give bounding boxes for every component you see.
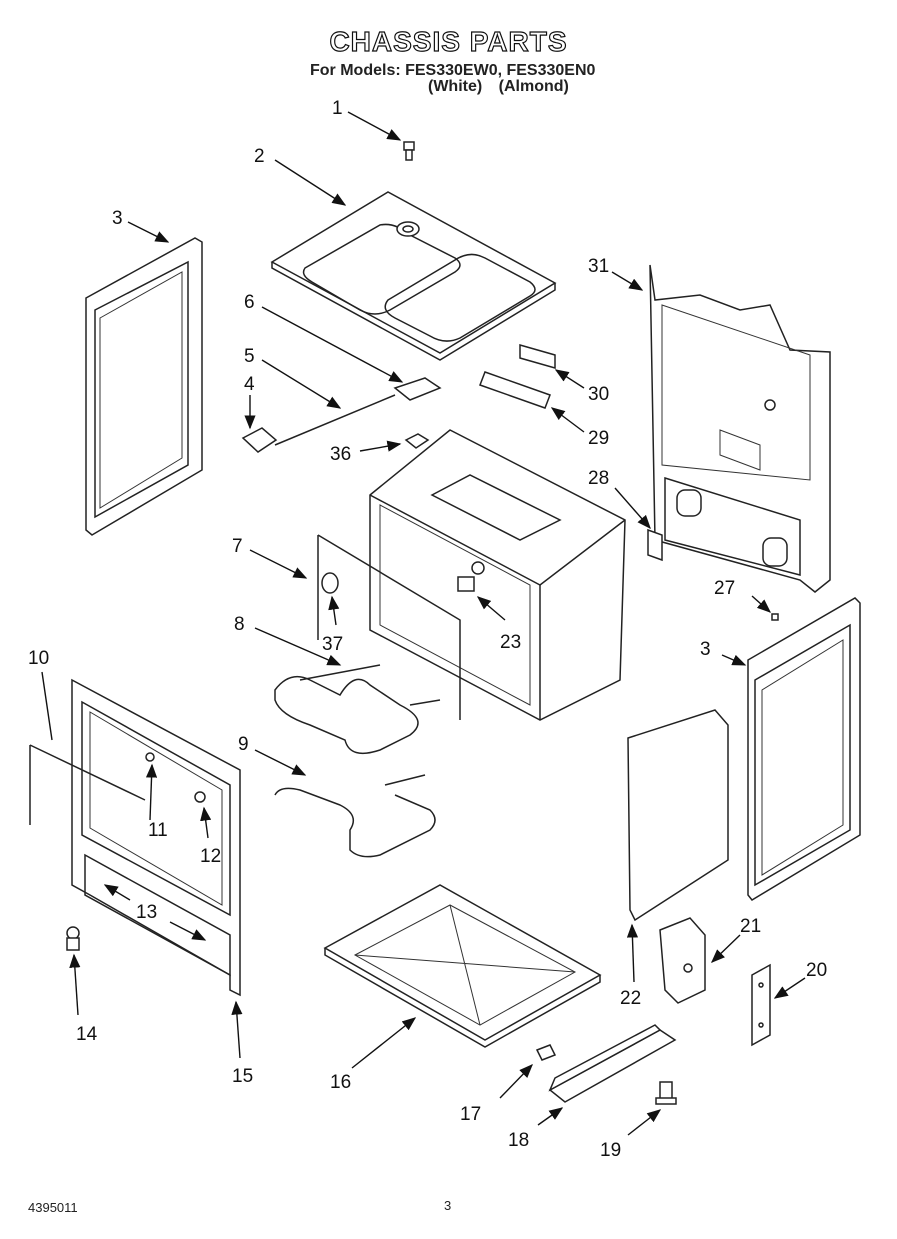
callout-20: 20 <box>806 960 827 981</box>
callout-9: 9 <box>238 734 249 755</box>
part-14-leveling-leg <box>66 926 80 951</box>
callout-12: 12 <box>200 846 221 867</box>
callout-31: 31 <box>588 256 609 277</box>
callout-labels: 1 2 3 3 4 5 6 7 8 9 10 11 12 13 14 15 16… <box>28 98 827 1161</box>
callout-6: 6 <box>244 292 255 313</box>
part-18-rail <box>548 1024 677 1103</box>
callout-10: 10 <box>28 648 49 669</box>
leader-lines <box>41 111 806 1136</box>
part-30-terminal-block <box>519 344 556 369</box>
part-3-right-side-panel <box>747 597 861 901</box>
part-37-plug <box>321 572 339 594</box>
part-22-shield <box>627 709 729 922</box>
callout-2: 2 <box>254 146 265 167</box>
part-2-top-panel <box>270 191 557 361</box>
part-16-oven-bottom <box>323 884 602 1048</box>
callout-7: 7 <box>232 536 243 557</box>
models-line: For Models: FES330EW0, FES330EN0 <box>310 62 596 79</box>
part-3-left-side-panel <box>85 237 203 536</box>
callout-22: 22 <box>620 988 641 1009</box>
part-6-switch <box>393 377 442 401</box>
page-title: CHASSIS PARTS <box>329 25 568 57</box>
callout-21: 21 <box>740 916 761 937</box>
colors-line: (White) (Almond) <box>428 78 569 95</box>
part-28-hinge-receptacle <box>647 528 663 562</box>
doc-number: 4395011 <box>28 1200 78 1215</box>
callout-3-right: 3 <box>700 639 711 660</box>
callout-36: 36 <box>330 444 351 465</box>
part-10-rod <box>29 744 146 825</box>
callout-11: 11 <box>148 820 168 841</box>
page-number: 3 <box>444 1198 452 1213</box>
part-20-strap <box>751 963 771 1047</box>
part-9-bake-element <box>274 774 436 858</box>
part-8-broil-element <box>274 664 441 755</box>
part-23-sensor <box>457 561 485 592</box>
callout-4: 4 <box>244 374 255 395</box>
part-15-front-frame <box>71 678 241 997</box>
callout-29: 29 <box>588 428 609 449</box>
part-17-clip <box>535 1044 557 1061</box>
part-7-gasket <box>317 534 461 720</box>
part-27-screw <box>771 613 779 621</box>
callout-14: 14 <box>76 1024 98 1045</box>
part-4-clip <box>241 427 278 453</box>
part-1-screw <box>403 141 415 161</box>
part-36-clip <box>404 433 430 449</box>
part-21-bracket <box>659 917 706 1004</box>
part-19-leveling-leg <box>655 1081 677 1105</box>
callout-23: 23 <box>500 632 521 653</box>
callout-30: 30 <box>588 384 609 405</box>
part-5-wire <box>274 394 396 446</box>
callout-28: 28 <box>588 468 609 489</box>
callout-13: 13 <box>136 902 157 923</box>
callout-19: 19 <box>600 1140 621 1161</box>
part-29-bracket <box>479 371 551 409</box>
callout-3-left: 3 <box>112 208 123 229</box>
callout-5: 5 <box>244 346 255 367</box>
part-31-rear-panel <box>649 264 831 593</box>
callout-1: 1 <box>332 98 343 119</box>
callout-8: 8 <box>234 614 245 635</box>
callout-17: 17 <box>460 1104 481 1125</box>
callout-37: 37 <box>322 634 343 655</box>
callout-27: 27 <box>714 578 735 599</box>
oven-cavity <box>369 429 626 721</box>
callout-15: 15 <box>232 1066 253 1087</box>
callout-18: 18 <box>508 1130 529 1151</box>
callout-16: 16 <box>330 1072 351 1093</box>
